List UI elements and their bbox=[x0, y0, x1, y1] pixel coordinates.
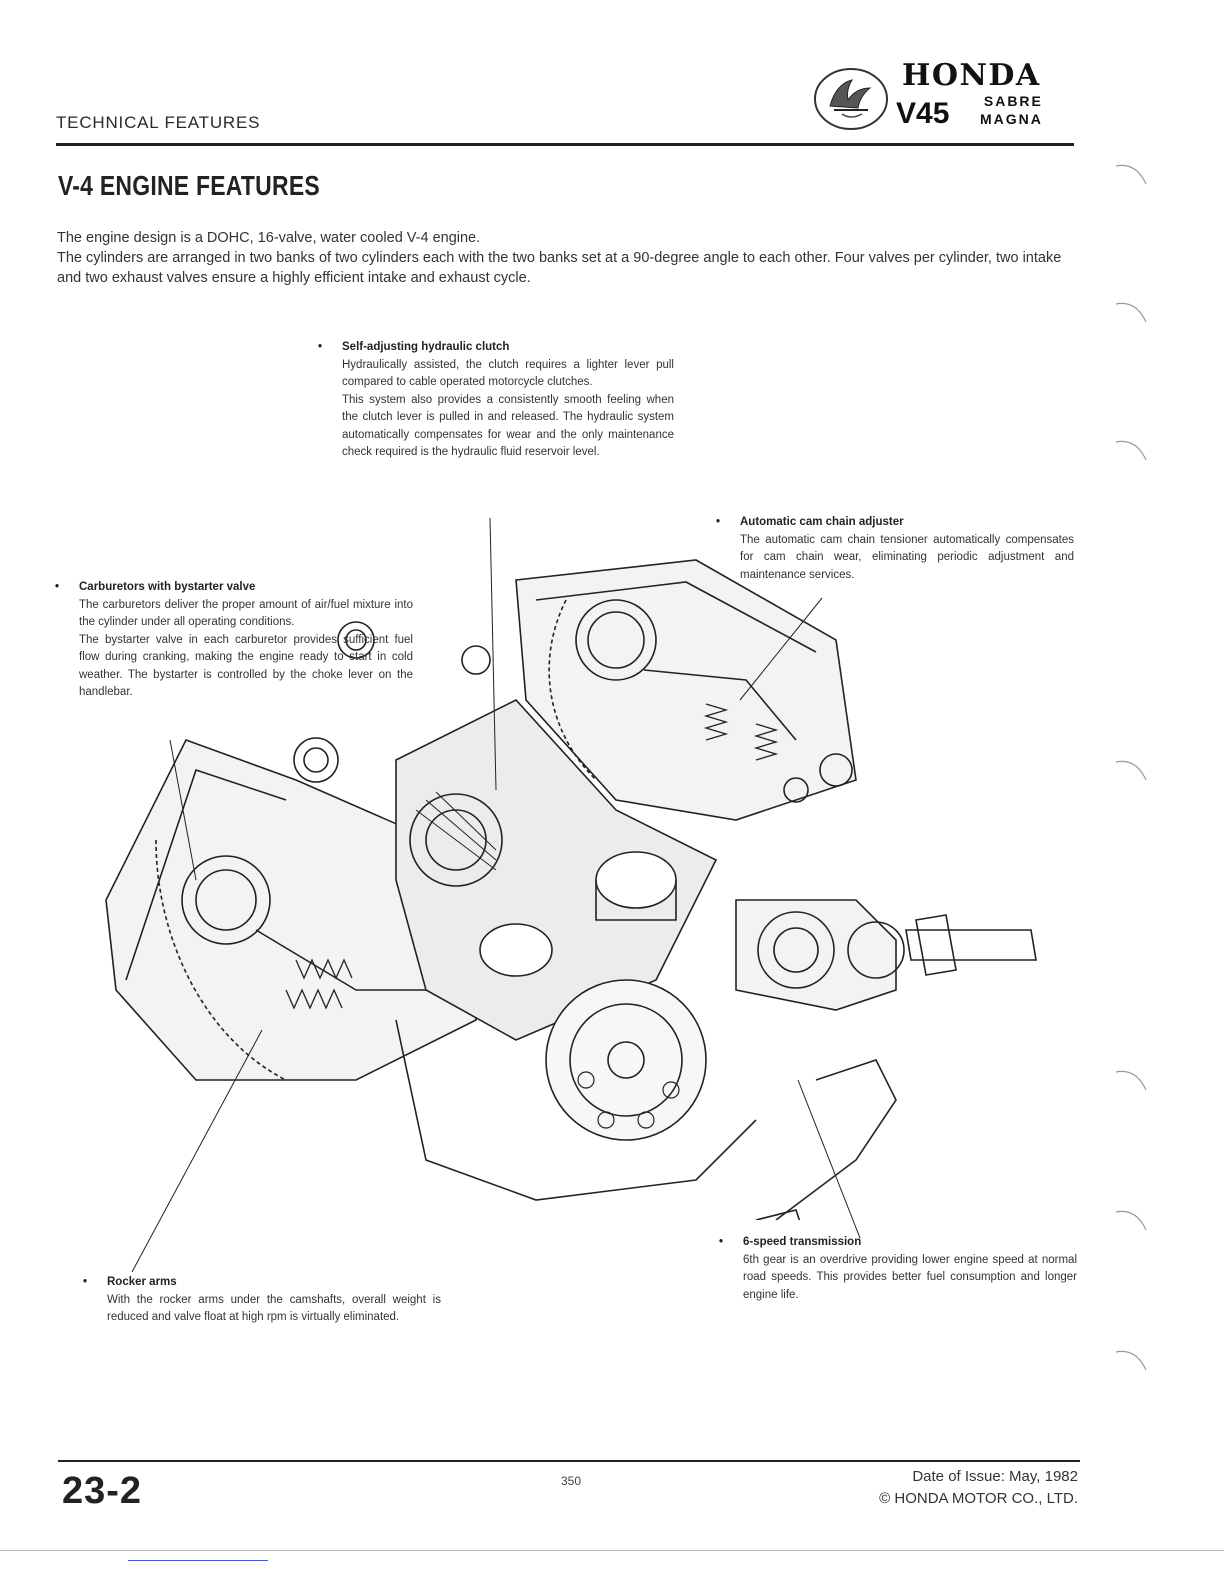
binder-mark bbox=[1115, 1210, 1147, 1231]
scan-edge-line bbox=[0, 1550, 1224, 1551]
model-variants: SABRE MAGNA bbox=[980, 92, 1043, 128]
callout-text-transmission: 6th gear is an overdrive providing lower… bbox=[743, 1253, 1077, 1301]
scan-edge-mark bbox=[128, 1560, 268, 1561]
footer-rule bbox=[58, 1460, 1080, 1462]
page-title: V-4 ENGINE FEATURES bbox=[58, 170, 320, 201]
copyright: © HONDA MOTOR CO., LTD. bbox=[879, 1490, 1078, 1507]
binder-mark bbox=[1115, 302, 1147, 323]
model-variant-magna: MAGNA bbox=[980, 111, 1043, 127]
callout-title-cam-chain: Automatic cam chain adjuster bbox=[740, 514, 1074, 532]
callout-carburetors: Carburetors with bystarter valve The car… bbox=[79, 579, 413, 702]
intro-text: The engine design is a DOHC, 16-valve, w… bbox=[57, 228, 1077, 288]
callout-text-carburetors-2: The bystarter valve in each carburetor p… bbox=[79, 633, 413, 699]
intro-paragraph-2: The cylinders are arranged in two banks … bbox=[57, 250, 1062, 286]
callout-rocker-arms: Rocker arms With the rocker arms under t… bbox=[107, 1274, 441, 1327]
binder-mark bbox=[1115, 1070, 1147, 1091]
callout-title-clutch: Self-adjusting hydraulic clutch bbox=[342, 339, 674, 357]
callout-title-rocker-arms: Rocker arms bbox=[107, 1274, 441, 1292]
section-label: TECHNICAL FEATURES bbox=[56, 113, 261, 132]
binder-mark bbox=[1115, 440, 1147, 461]
honda-wing-emblem-icon bbox=[814, 68, 888, 130]
callout-text-clutch-1: Hydraulically assisted, the clutch requi… bbox=[342, 358, 674, 389]
callout-transmission: 6-speed transmission 6th gear is an over… bbox=[743, 1234, 1077, 1304]
sheet-number: 350 bbox=[561, 1474, 582, 1488]
binder-mark bbox=[1115, 760, 1147, 781]
callout-title-carburetors: Carburetors with bystarter valve bbox=[79, 579, 413, 597]
callout-text-rocker-arms: With the rocker arms under the camshafts… bbox=[107, 1293, 441, 1324]
callout-cam-chain-adjuster: Automatic cam chain adjuster The automat… bbox=[740, 514, 1074, 584]
model-number: V45 bbox=[896, 97, 950, 130]
callout-title-transmission: 6-speed transmission bbox=[743, 1234, 1077, 1252]
issue-date: Date of Issue: May, 1982 bbox=[912, 1468, 1078, 1485]
intro-paragraph-1: The engine design is a DOHC, 16-valve, w… bbox=[57, 230, 481, 246]
binder-mark bbox=[1115, 164, 1147, 185]
issue-info: Date of Issue: May, 1982 © HONDA MOTOR C… bbox=[800, 1466, 1078, 1510]
model-variant-sabre: SABRE bbox=[983, 93, 1043, 109]
callout-hydraulic-clutch: Self-adjusting hydraulic clutch Hydrauli… bbox=[342, 339, 674, 462]
callout-text-carburetors-1: The carburetors deliver the proper amoun… bbox=[79, 598, 413, 629]
callout-text-cam-chain: The automatic cam chain tensioner automa… bbox=[740, 533, 1074, 581]
callout-text-clutch-2: This system also provides a consistently… bbox=[342, 393, 674, 459]
header-rule bbox=[56, 143, 1074, 146]
binder-mark bbox=[1115, 1350, 1147, 1371]
brand-name: HONDA bbox=[902, 58, 1041, 93]
page-number: 23-2 bbox=[62, 1470, 143, 1512]
